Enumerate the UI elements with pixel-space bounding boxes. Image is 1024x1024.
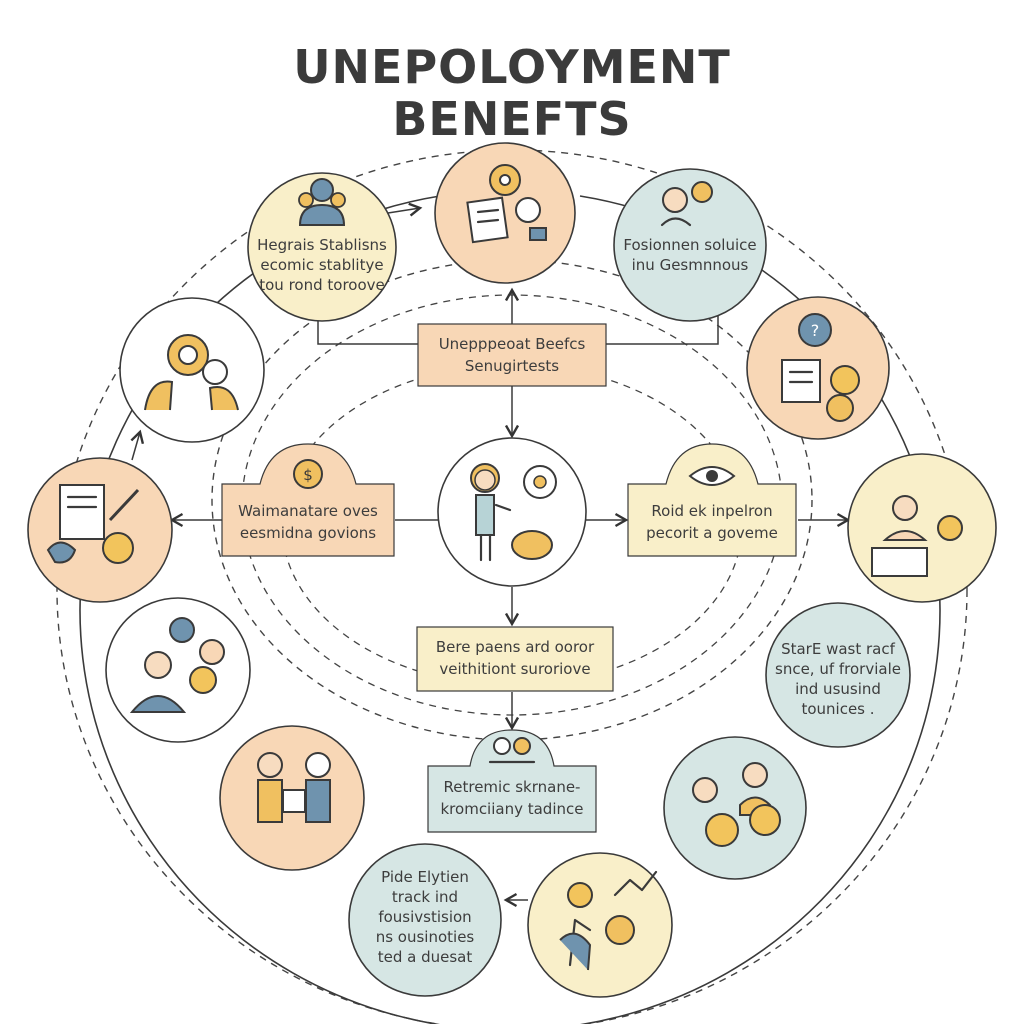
svg-text:?: ? [811,321,820,340]
box-bottom: Retremic skrnane- kromciiany tadince [427,729,597,833]
node-right [847,453,997,603]
node-left-upper [119,297,265,443]
box-middle-line-2: veithitiont suroriove [439,660,590,678]
node-top-left-line-3: tou rond toroove [259,276,385,294]
node-top-right: Fosionnen soluice inu Gesmnnous [613,168,767,322]
node-right-lower-line-1: StarE wast racf [781,640,896,658]
node-right-lower-line-4: tounices . [801,700,874,718]
cycle-arc [79,195,941,1024]
node-bottom-left-text-line-4: ns ousinoties [376,928,475,946]
people-exchange-icon [257,752,331,823]
box-left: $ Waimanatare oves eesmidna govions [221,443,395,557]
eye-icon [688,466,736,486]
node-top [434,142,576,284]
node-top-left-line-1: Hegrais Stablisns [257,236,387,254]
page-title-line-1: UNEPOLOYMENT [293,40,731,94]
box-bottom-line-2: kromciiany tadince [441,800,584,818]
gear-documents-icon [466,164,547,244]
node-bottom-left-text-line-3: fousivstision [378,908,471,926]
node-top-left: Hegrais Stablisns ecomic stablitye tou r… [247,172,397,322]
center-node [437,437,587,587]
node-right-lower: StarE wast racf snce, uf frorviale ind u… [765,602,911,748]
node-bottom [527,852,673,998]
dollar-coin-icon: $ [293,459,323,489]
people-group-icon [298,178,346,226]
node-bottom-left-text-line-1: Pide Elytien [381,868,469,886]
gear-heads-icon [144,334,239,411]
box-middle: Bere paens ard ooror veithitiont surorio… [416,626,614,692]
box-left-line-1: Waimanatare oves [238,502,378,520]
node-top-left-line-2: ecomic stablitye [260,256,383,274]
box-top: Unepppeoat Beefcs Senugirtests [417,323,607,387]
node-bottom-left-text: Pide Elytien track ind fousivstision ns … [348,843,502,997]
node-left [27,457,173,603]
box-top-line-1: Unepppeoat Beefcs [439,335,586,353]
node-left-lower [105,597,251,743]
box-bottom-line-1: Retremic skrnane- [444,778,581,796]
growth-hand-icon [559,870,658,971]
people-money-icon [871,495,963,577]
person-gear-icon [470,463,557,562]
node-bottom-left [219,725,365,871]
node-top-right-line-1: Fosionnen soluice [623,236,756,254]
page-title-line-2: BENEFTS [392,92,632,146]
box-right-line-1: Roid ek inpelron [651,502,772,520]
node-right-upper: ? [746,296,890,440]
people-coins-icon [692,762,781,847]
box-right: Roid ek inpelron pecorit a goveme [627,443,797,557]
box-middle-line-1: Bere paens ard ooror [436,638,595,656]
node-bottom-right [663,736,807,880]
box-left-line-2: eesmidna govions [240,524,376,542]
node-right-lower-line-3: ind ususind [795,680,881,698]
people-meeting-icon [488,737,536,764]
svg-text:$: $ [303,466,313,484]
gear-document-coin-icon: ? [781,313,860,422]
node-bottom-left-text-line-2: track ind [392,888,458,906]
people-coin-icon [129,617,225,713]
node-right-lower-line-2: snce, uf frorviale [775,660,901,678]
people-talking-icon [660,181,713,227]
node-bottom-left-text-line-5: ted a duesat [378,948,473,966]
box-right-line-2: pecorit a goveme [646,524,778,542]
node-top-right-line-2: inu Gesmnnous [632,256,749,274]
box-top-line-2: Senugirtests [465,357,559,375]
document-coin-icon [46,484,140,564]
